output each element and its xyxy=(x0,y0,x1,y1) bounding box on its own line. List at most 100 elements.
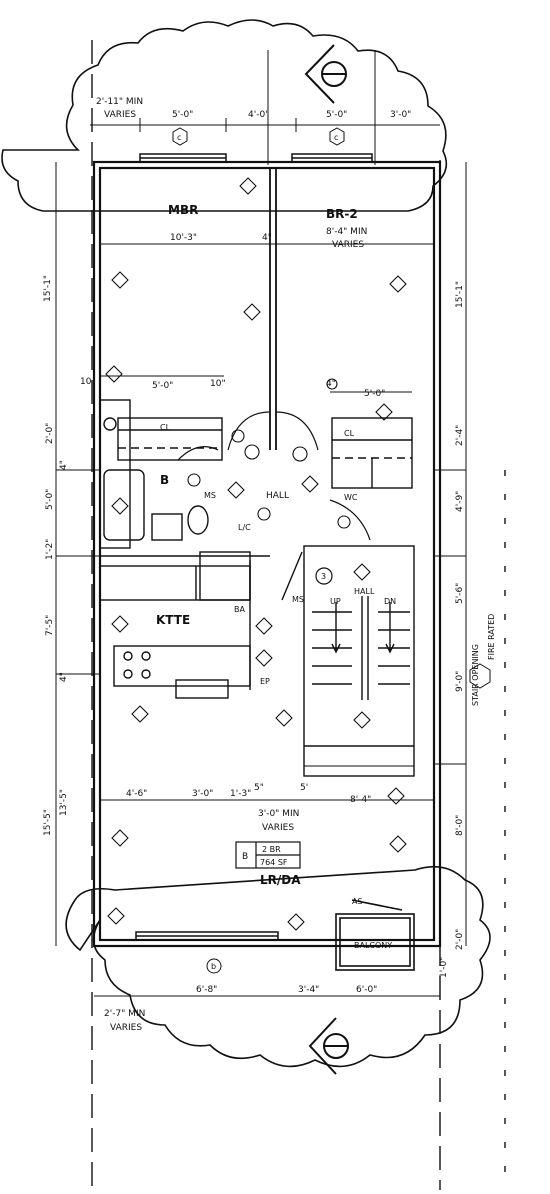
ref-diamond-closet-l xyxy=(105,365,123,383)
ref-circle-2 xyxy=(292,446,308,462)
left-dims: 15'-1" 10 2'-0" 4" 5'-0" 1'-2" 7'-5" 4" … xyxy=(43,275,92,836)
room-hall-2: HALL xyxy=(354,587,375,596)
left-dim-4: 4" xyxy=(59,460,69,470)
ref-diamond-lr-bm xyxy=(287,913,305,931)
window-tag-c-right-label: c xyxy=(334,133,338,142)
lr-dim-4: 5" xyxy=(254,783,264,793)
ref-diamond-lr xyxy=(111,829,129,847)
ref-diamond-wc xyxy=(301,475,319,493)
bottom-dim-3: 6'-0" xyxy=(356,985,377,995)
ref-diamond-top xyxy=(239,177,257,195)
unit-bedrooms: 2 BR xyxy=(262,845,281,854)
balcony xyxy=(335,899,415,971)
top-dim-1: 5'-0" xyxy=(172,110,193,120)
ref-circle-6 xyxy=(337,515,351,529)
ref-diamond-lr-r xyxy=(389,835,407,853)
label-wc: WC xyxy=(344,493,358,502)
closet-right-4: 4" xyxy=(326,379,336,389)
left-dim-10: 13'-5" xyxy=(59,789,69,816)
ref-diamond-hall xyxy=(227,481,245,499)
closet-left-dim: 5'-0" xyxy=(152,381,173,391)
room-mbr: MBR xyxy=(168,203,198,217)
room-hall: HALL xyxy=(266,491,289,501)
stair-ref: 3 xyxy=(321,572,326,581)
label-ba: BA xyxy=(234,605,245,614)
reference-symbols xyxy=(105,177,407,931)
label-cl-right: CL xyxy=(344,429,355,438)
left-dim-2: 10 xyxy=(80,377,92,387)
ref-circle-3 xyxy=(231,429,245,443)
top-varies: VARIES xyxy=(104,110,136,120)
ref-diamond-closet-r xyxy=(375,403,393,421)
top-dim-4: 3'-0" xyxy=(390,110,411,120)
label-lc: L/C xyxy=(238,523,251,532)
ref-circle-7 xyxy=(326,378,338,390)
lr-dim-3: 1'-3" xyxy=(230,789,251,799)
ref-diamond-br2 xyxy=(389,275,407,293)
window-tag-c-right xyxy=(329,127,345,146)
ref-diamond-ktte-r2 xyxy=(255,649,273,667)
window-tag-b xyxy=(206,958,222,974)
left-dim-6: 1'-2" xyxy=(45,539,55,560)
lr-dim-1: 4'-6" xyxy=(126,789,147,799)
ref-diamond-stair-b xyxy=(353,711,371,729)
top-dimension-line xyxy=(90,50,440,165)
bottom-dim-2: 3'-4" xyxy=(298,985,319,995)
ref-diamond-ktte-b xyxy=(131,705,149,723)
hall-doors xyxy=(177,411,371,541)
ref-circle-5 xyxy=(257,507,271,521)
right-dim-7: 2'-0" xyxy=(455,929,465,950)
br2-min: 8'-4" MIN xyxy=(326,227,367,237)
grid-lines xyxy=(91,40,506,1190)
bottom-window xyxy=(135,931,279,941)
unit-letter: B xyxy=(242,852,248,862)
fire-rated-note: FIRE RATED xyxy=(487,614,496,660)
section-marker-bottom xyxy=(308,1017,349,1075)
bedroom-partition xyxy=(269,168,277,450)
right-dim-3: 4'-9" xyxy=(455,491,465,512)
ref-diamond-ktte-r1 xyxy=(255,617,273,635)
section-marker-top xyxy=(304,44,347,104)
left-dim-8: 4" xyxy=(59,672,69,682)
right-dim-6: 8'-0" xyxy=(455,815,465,836)
label-ms: MS xyxy=(204,491,216,500)
top-windows xyxy=(139,153,373,163)
left-dim-1: 15'-1" xyxy=(43,275,53,302)
right-dim-2: 2'-4" xyxy=(455,425,465,446)
revision-cloud-bottom xyxy=(65,865,491,1068)
label-ms-2: MS xyxy=(292,595,304,604)
ref-circle-4 xyxy=(187,473,201,487)
label-balcony: BALCONY xyxy=(354,941,392,950)
ref-diamond-partition xyxy=(243,303,261,321)
left-dim-7: 7'-5" xyxy=(45,615,55,636)
misc-lines xyxy=(56,375,466,767)
ref-diamond-lr-bl xyxy=(107,907,125,925)
bed-width: 10'-3" xyxy=(170,233,197,243)
left-dim-5: 5'-0" xyxy=(45,489,55,510)
stair-up: UP xyxy=(330,597,341,606)
ref-diamond-stair-r xyxy=(387,787,405,805)
lr-varies: VARIES xyxy=(262,823,294,833)
ref-diamond-bath xyxy=(111,497,129,515)
stair-dn: DN xyxy=(384,597,396,606)
bottom-varies: VARIES xyxy=(110,1023,142,1033)
bottom-min-width: 2'-7" MIN xyxy=(104,1009,145,1019)
stair-ref-circle xyxy=(315,567,333,585)
room-lrda: LR/DA xyxy=(260,873,301,887)
room-br2: BR-2 xyxy=(326,207,358,221)
window-tag-b-label: b xyxy=(211,962,216,971)
ref-diamond-lr-mid xyxy=(275,709,293,727)
label-b: B xyxy=(160,473,169,487)
lr-dim-5: 5' xyxy=(300,783,308,793)
room-ktte: KTTE xyxy=(156,613,190,627)
top-dim-2: 4'-0" xyxy=(248,110,269,120)
lr-min: 3'-0" MIN xyxy=(258,809,299,819)
closet-left-10: 10" xyxy=(210,379,226,389)
bottom-dim-1: 6'-8" xyxy=(196,985,217,995)
window-tag-c-left-label: c xyxy=(177,133,181,142)
ref-diamond-ktte xyxy=(111,615,129,633)
right-dim-8: 1'-0" xyxy=(439,957,449,978)
kitchenette xyxy=(99,551,251,699)
top-dim-3: 5'-0" xyxy=(326,110,347,120)
